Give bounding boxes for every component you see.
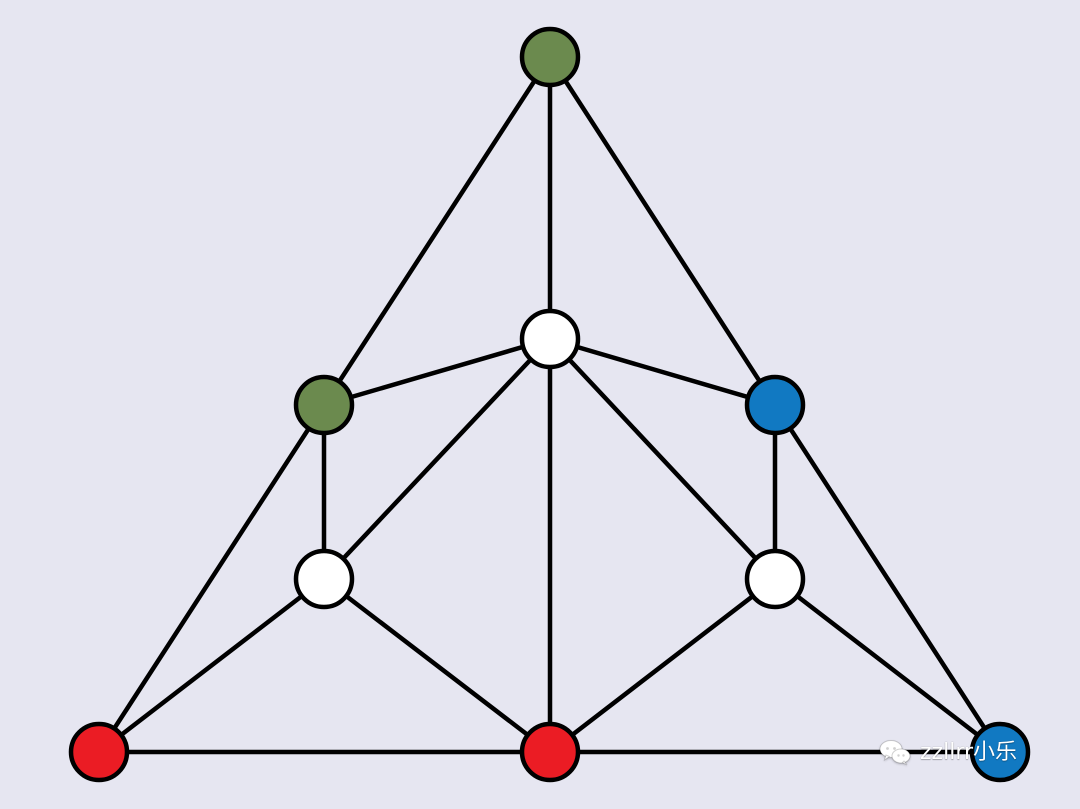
node-right-mid (744, 374, 806, 436)
node-bottom-left (68, 721, 130, 783)
edge-left-mid-bottom-left (96, 402, 327, 755)
node-right-inner (744, 548, 806, 610)
edge-left-mid-center (321, 336, 553, 408)
node-bottom-mid (519, 721, 581, 783)
edge-top-left-mid (321, 54, 553, 408)
edge-center-right-mid (547, 336, 778, 408)
edge-left-inner-bottom-mid (321, 576, 553, 755)
edge-right-inner-bottom-mid (547, 576, 778, 755)
graph-edges (96, 54, 1003, 755)
edge-center-right-inner (547, 336, 778, 582)
node-left-mid (293, 374, 355, 436)
node-top (519, 26, 581, 88)
edge-right-mid-bottom-right (772, 402, 1003, 755)
edge-center-left-inner (321, 336, 553, 582)
graph-nodes (68, 26, 1031, 783)
edge-left-inner-bottom-left (96, 576, 327, 755)
node-left-inner (293, 548, 355, 610)
node-center (519, 308, 581, 370)
edge-right-inner-bottom-right (772, 576, 1003, 755)
node-bottom-right (969, 721, 1031, 783)
edge-top-right-mid (547, 54, 778, 408)
